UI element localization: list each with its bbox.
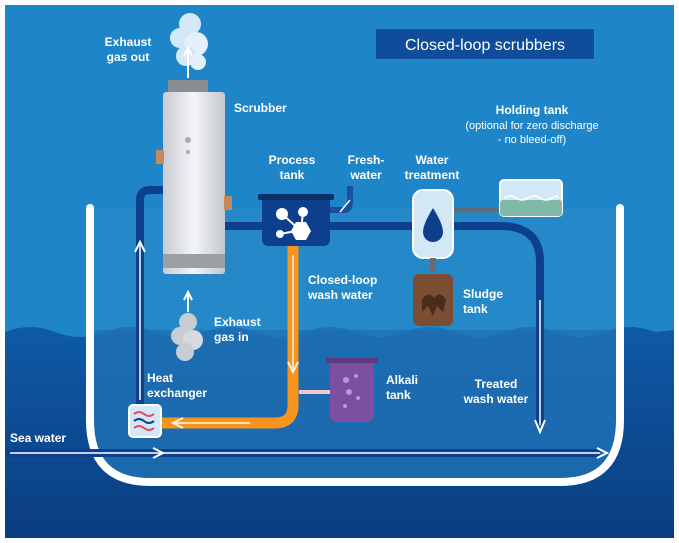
sea-water-arrow-2 xyxy=(596,447,610,459)
label-process-2: tank xyxy=(280,168,305,182)
return-flow-arrow xyxy=(134,239,146,253)
label-holding-3: - no bleed-off) xyxy=(498,134,566,146)
hull-outline xyxy=(86,204,624,486)
label-heat-2: exchanger xyxy=(147,386,207,400)
label-treatment-1: Water xyxy=(416,153,449,167)
label-fresh-2: water xyxy=(349,168,382,182)
process-tank xyxy=(258,194,334,246)
treated-flow-arrow xyxy=(534,419,546,435)
exhaust-in-smoke xyxy=(171,289,203,361)
label-scrubber: Scrubber xyxy=(234,101,287,115)
closed-loop-flow-arrow-2 xyxy=(170,417,184,429)
label-sludge-2: tank xyxy=(463,302,488,316)
label-holding-1: Holding tank xyxy=(496,103,569,117)
label-treatment-2: treatment xyxy=(405,168,460,182)
title-box xyxy=(376,29,594,59)
fresh-water-flow xyxy=(339,199,351,213)
alkali-tank xyxy=(326,358,378,422)
label-alkali-2: tank xyxy=(386,388,411,402)
pipe-closed-loop xyxy=(160,244,299,429)
holding-tank xyxy=(499,179,563,217)
label-treated-2: wash water xyxy=(463,392,529,406)
closed-loop-flow-arrow xyxy=(287,361,299,375)
label-sludge-1: Sludge xyxy=(463,287,503,301)
heat-exchanger xyxy=(128,404,162,438)
pipe-treated-outlet xyxy=(452,222,544,425)
label-sea-water: Sea water xyxy=(10,431,66,445)
water-treatment-unit xyxy=(412,189,454,272)
diagram-title: Closed-loop scrubbers xyxy=(405,37,565,54)
label-process-1: Process xyxy=(269,153,316,167)
exhaust-out-smoke xyxy=(170,13,208,78)
sludge-tank xyxy=(413,274,453,326)
label-alkali-1: Alkali xyxy=(386,373,418,387)
label-fresh-1: Fresh- xyxy=(348,153,385,167)
pipe-return-to-scrubber xyxy=(136,186,165,410)
label-treated-1: Treated xyxy=(475,377,518,391)
label-closed-loop-1: Closed-loop xyxy=(308,273,377,287)
label-exhaust-out-2: gas out xyxy=(107,50,150,64)
label-closed-loop-2: wash water xyxy=(307,288,373,302)
scrubber xyxy=(156,80,232,274)
label-exhaust-in-2: gas in xyxy=(214,330,249,344)
label-exhaust-in-1: Exhaust xyxy=(214,315,261,329)
label-heat-1: Heat xyxy=(147,371,173,385)
label-exhaust-out-1: Exhaust xyxy=(105,35,152,49)
sea-water-arrow-1 xyxy=(152,447,166,459)
label-holding-2: (optional for zero discharge xyxy=(465,120,598,132)
